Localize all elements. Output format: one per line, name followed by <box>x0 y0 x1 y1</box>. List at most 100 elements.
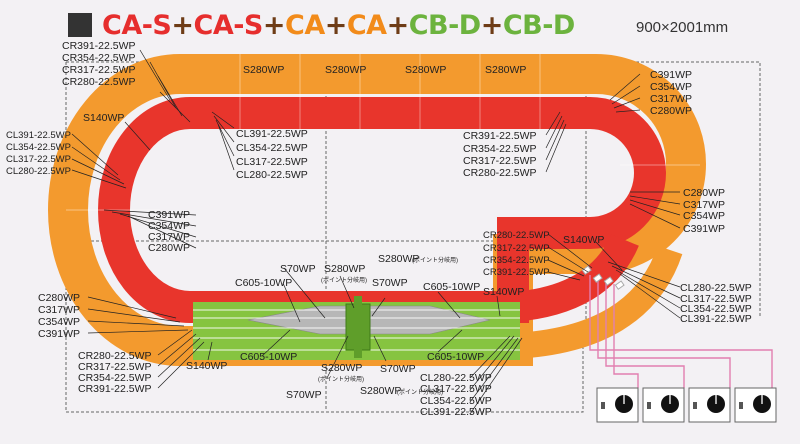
title-plus: + <box>171 9 194 41</box>
label: C280WP <box>650 105 692 117</box>
right-cl-labels: CL280-22.5WP CL317-22.5WP CL354-22.5WP C… <box>680 282 752 325</box>
label: C605-10WP <box>235 277 292 289</box>
point-controller[interactable] <box>642 387 685 423</box>
label: CR354-22.5WP <box>463 143 537 155</box>
label: CL391-22.5WP <box>420 406 492 418</box>
inner-track-ring <box>98 97 666 323</box>
top-left-cl-labels: CL391-22.5WP CL354-22.5WP CL317-22.5WP C… <box>6 130 71 177</box>
title-part: CA-S <box>102 9 172 41</box>
outer-track-ring <box>48 54 706 366</box>
label: CR317-22.5WP <box>463 155 537 167</box>
title-part: CA <box>346 9 387 41</box>
label: CL280-22.5WP <box>680 282 752 294</box>
point-controller[interactable] <box>596 387 639 423</box>
label: (ポイント分岐用) <box>318 375 364 383</box>
label: C605-10WP <box>427 351 484 363</box>
label: S140WP <box>563 234 604 246</box>
top-s280-labels: S280WP S280WP S280WP S280WP <box>243 64 526 76</box>
station-platform-cap-left <box>354 296 362 306</box>
title-part: CA <box>285 9 325 41</box>
outer-track-bottom-right <box>512 245 683 359</box>
label: S280WP <box>405 64 446 76</box>
label: C391WP <box>148 209 190 221</box>
bottom-cl-labels: CL280-22.5WP CL317-22.5WP CL354-22.5WP C… <box>420 372 492 418</box>
label: CR317-22.5WP <box>62 64 136 76</box>
top-middle-cl-labels: CL391-22.5WP CL354-22.5WP CL317-22.5WP C… <box>236 128 308 181</box>
label: S70WP <box>280 263 316 275</box>
label: CL354-22.5WP <box>680 303 752 315</box>
top-middle-cr-labels: CR391-22.5WP CR354-22.5WP CR317-22.5WP C… <box>463 130 537 179</box>
label: S280WP <box>378 253 419 265</box>
label: CL317-22.5WP <box>236 156 308 168</box>
label: CR280-22.5WP <box>62 76 136 88</box>
top-right-c-labels: C391WP C354WP C317WP C280WP <box>650 69 692 117</box>
label: CR280-22.5WP <box>463 167 537 179</box>
title-part: CB-D <box>408 9 482 41</box>
label: S140WP <box>83 112 124 124</box>
label: CL354-22.5WP <box>236 142 308 154</box>
label: C391WP <box>683 223 725 235</box>
label: C605-10WP <box>423 281 480 293</box>
title-plus: + <box>262 9 286 41</box>
label: C605-10WP <box>240 351 297 363</box>
label: (ポイント分岐用) <box>412 256 458 264</box>
label: CL391-22.5WP <box>236 128 308 140</box>
label: CR317-22.5WP <box>78 361 152 373</box>
station-platform-cap-right <box>354 348 362 358</box>
top-left-cr-labels: CR391-22.5WP CR354-22.5WP CR317-22.5WP C… <box>62 40 136 88</box>
track-ties <box>66 54 700 211</box>
label: CR317-22.5WP <box>483 243 550 254</box>
label: (ポイント分岐用) <box>321 276 367 284</box>
bottom-left-cr-labels: CR280-22.5WP CR317-22.5WP CR354-22.5WP C… <box>78 350 152 395</box>
title-plus: + <box>480 9 504 41</box>
label: CR280-22.5WP <box>78 350 152 362</box>
point-controller[interactable] <box>688 387 731 423</box>
label: (ポイント分岐用) <box>397 388 443 396</box>
bottom-left-c-labels: C280WP C317WP C354WP C391WP <box>38 292 80 340</box>
point-controller[interactable] <box>734 387 777 423</box>
label: CL317-22.5WP <box>680 293 752 305</box>
label: CR391-22.5WP <box>483 267 550 278</box>
label: S70WP <box>380 363 416 375</box>
controller-boxes <box>596 387 777 423</box>
label: C280WP <box>38 292 80 304</box>
label: S70WP <box>372 277 408 289</box>
label: C354WP <box>650 81 692 93</box>
label: C280WP <box>148 242 190 254</box>
label: S280WP <box>321 362 362 374</box>
label: C317WP <box>650 93 692 105</box>
label: S280WP <box>485 64 526 76</box>
label: C280WP <box>683 187 725 199</box>
label: CL280-22.5WP <box>6 166 71 177</box>
title-square-icon <box>68 13 92 37</box>
label: CL354-22.5WP <box>420 395 492 407</box>
label: CL280-22.5WP <box>236 169 308 181</box>
inner-track-bottom-right <box>511 233 639 322</box>
label: CL317-22.5WP <box>6 154 71 165</box>
label: CR391-22.5WP <box>78 383 152 395</box>
label: C354WP <box>683 210 725 222</box>
right-c-labels: C280WP C317WP C354WP C391WP <box>683 187 725 235</box>
label: C391WP <box>38 328 80 340</box>
label-leaders <box>71 49 681 415</box>
label: S70WP <box>286 389 322 401</box>
point-switches <box>581 265 625 290</box>
label: CR354-22.5WP <box>78 372 152 384</box>
label: CL391-22.5WP <box>680 313 752 325</box>
label: CR391-22.5WP <box>463 130 537 142</box>
title-part: CB-D <box>502 9 576 41</box>
station-platform <box>345 303 371 351</box>
label: S280WP <box>360 385 401 397</box>
label: CL354-22.5WP <box>6 142 71 153</box>
right-cr-labels: CR280-22.5WP CR317-22.5WP CR354-22.5WP C… <box>483 230 550 278</box>
label: CR354-22.5WP <box>62 52 136 64</box>
title-plus: + <box>324 9 348 41</box>
label: CL391-22.5WP <box>6 130 71 141</box>
label: CR354-22.5WP <box>483 255 550 266</box>
label: C317WP <box>38 304 80 316</box>
label: C317WP <box>148 231 190 243</box>
label: CR280-22.5WP <box>483 230 550 241</box>
label: S140WP <box>483 286 524 298</box>
label: S140WP <box>186 360 227 372</box>
